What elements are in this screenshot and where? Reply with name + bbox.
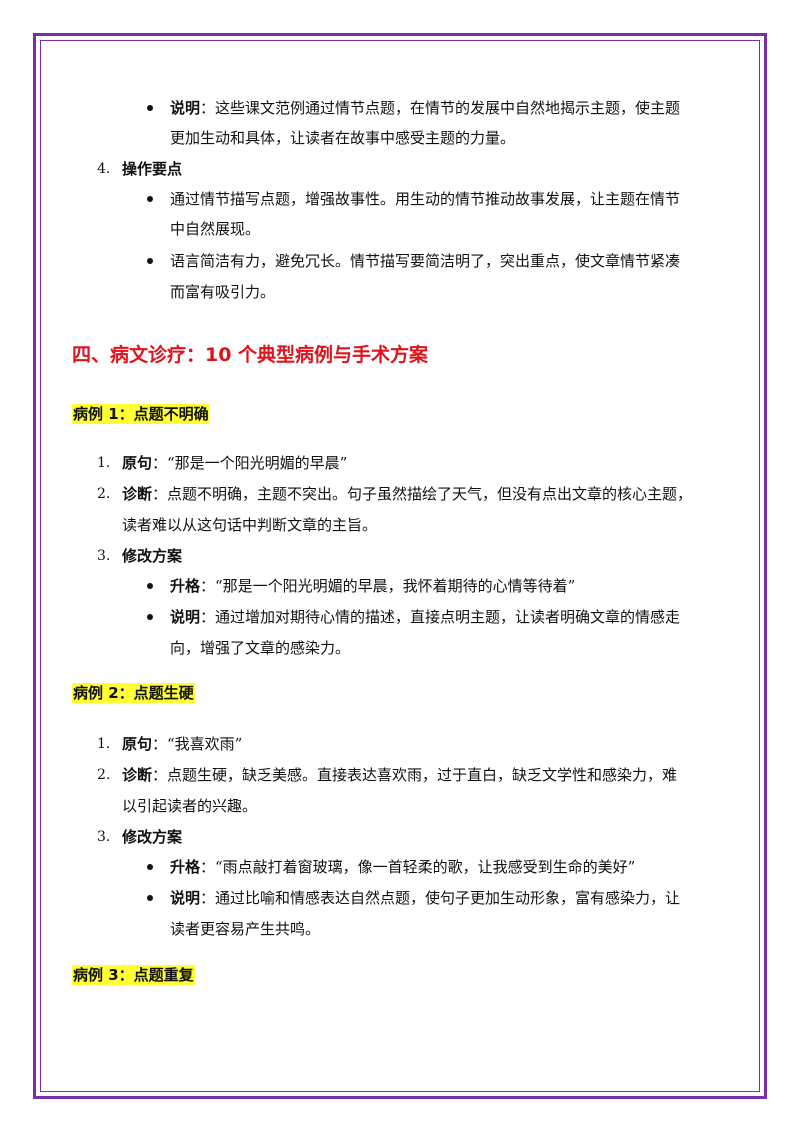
case-1-diagnosis-2: 读者难以从这句话中判断文章的主旨。 bbox=[122, 516, 378, 534]
point2-line-1: 语言简洁有力，避免冗长。情节描写要简洁明了，突出重点，使文章情节紧凑 bbox=[170, 252, 681, 270]
original-label: 原句 bbox=[122, 735, 153, 753]
original-text: ：“我喜欢雨” bbox=[152, 735, 243, 753]
page-border-outer bbox=[33, 33, 767, 1099]
case-1-diagnosis-1: 诊断：点题不明确，主题不突出。句子虽然描绘了天气，但没有点出文章的核心主题， bbox=[122, 483, 692, 505]
case-2-explain-1: 说明：通过比喻和情感表达自然点题，使句子更加生动形象，富有感染力，让 bbox=[170, 887, 680, 909]
diagnosis-text: ：点题生硬，缺乏美感。直接表达喜欢雨，过于直白，缺乏文学性和感染力，难 bbox=[152, 766, 678, 784]
bullet-icon bbox=[147, 196, 153, 202]
item4-title: 操作要点 bbox=[122, 160, 183, 178]
original-label: 原句 bbox=[122, 454, 153, 472]
case-2-diagnosis-1: 诊断：点题生硬，缺乏美感。直接表达喜欢雨，过于直白，缺乏文学性和感染力，难 bbox=[122, 764, 677, 786]
diagnosis-label: 诊断 bbox=[122, 766, 153, 784]
bullet-icon bbox=[147, 258, 153, 264]
case-2-heading: 病例 2：点题生硬 bbox=[72, 683, 195, 703]
section-heading: 四、病文诊疗：10 个典型病例与手术方案 bbox=[72, 344, 429, 366]
list-number: 4. bbox=[97, 161, 111, 177]
point1-line-2: 中自然展现。 bbox=[170, 220, 261, 238]
bullet-icon bbox=[147, 105, 153, 111]
list-number: 3. bbox=[97, 829, 111, 845]
list-number: 2. bbox=[97, 767, 111, 783]
bullet-icon bbox=[147, 614, 153, 620]
note-line-2: 更加生动和具体，让读者在故事中感受主题的力量。 bbox=[170, 129, 516, 147]
bullet-icon bbox=[147, 864, 153, 870]
explain-text: ：通过比喻和情感表达自然点题，使句子更加生动形象，富有感染力，让 bbox=[200, 889, 681, 907]
note-text: ：这些课文范例通过情节点题，在情节的发展中自然地揭示主题，使主题 bbox=[200, 99, 681, 117]
case-2-explain-2: 读者更容易产生共鸣。 bbox=[170, 920, 321, 938]
diagnosis-text: ：点题不明确，主题不突出。句子虽然描绘了天气，但没有点出文章的核心主题， bbox=[152, 485, 693, 503]
upgrade-label: 升格 bbox=[170, 858, 201, 876]
list-number: 1. bbox=[97, 455, 111, 471]
note-line-1: 说明：这些课文范例通过情节点题，在情节的发展中自然地揭示主题，使主题 bbox=[170, 97, 680, 119]
list-number: 2. bbox=[97, 486, 111, 502]
case-2-original: 原句：“我喜欢雨” bbox=[122, 733, 242, 755]
explain-label: 说明 bbox=[170, 608, 201, 626]
explain-text: ：通过增加对期待心情的描述，直接点明主题，让读者明确文章的情感走 bbox=[200, 608, 681, 626]
explain-label: 说明 bbox=[170, 889, 201, 907]
page-border-inner bbox=[40, 40, 760, 1092]
upgrade-label: 升格 bbox=[170, 577, 201, 595]
bullet-icon bbox=[147, 583, 153, 589]
diagnosis-label: 诊断 bbox=[122, 485, 153, 503]
case-1-heading: 病例 1：点题不明确 bbox=[72, 404, 210, 424]
case-2-upgrade: 升格：“雨点敲打着窗玻璃，像一首轻柔的歌，让我感受到生命的美好” bbox=[170, 856, 635, 878]
case-1-original: 原句：“那是一个阳光明媚的早晨” bbox=[122, 452, 347, 474]
note-label: 说明 bbox=[170, 99, 201, 117]
original-text: ：“那是一个阳光明媚的早晨” bbox=[152, 454, 348, 472]
bullet-icon bbox=[147, 895, 153, 901]
list-number: 3. bbox=[97, 548, 111, 564]
case-2-diagnosis-2: 以引起读者的兴趣。 bbox=[122, 797, 258, 815]
list-number: 1. bbox=[97, 736, 111, 752]
case-1-plan: 修改方案 bbox=[122, 547, 183, 565]
case-3-heading: 病例 3：点题重复 bbox=[72, 965, 195, 985]
case-2-plan: 修改方案 bbox=[122, 828, 183, 846]
case-1-explain-2: 向，增强了文章的感染力。 bbox=[170, 639, 351, 657]
point2-line-2: 而富有吸引力。 bbox=[170, 283, 276, 301]
upgrade-text: ：“那是一个阳光明媚的早晨，我怀着期待的心情等待着” bbox=[200, 577, 576, 595]
point1-line-1: 通过情节描写点题，增强故事性。用生动的情节推动故事发展，让主题在情节 bbox=[170, 190, 681, 208]
case-1-upgrade: 升格：“那是一个阳光明媚的早晨，我怀着期待的心情等待着” bbox=[170, 575, 575, 597]
case-1-explain-1: 说明：通过增加对期待心情的描述，直接点明主题，让读者明确文章的情感走 bbox=[170, 606, 680, 628]
upgrade-text: ：“雨点敲打着窗玻璃，像一首轻柔的歌，让我感受到生命的美好” bbox=[200, 858, 636, 876]
